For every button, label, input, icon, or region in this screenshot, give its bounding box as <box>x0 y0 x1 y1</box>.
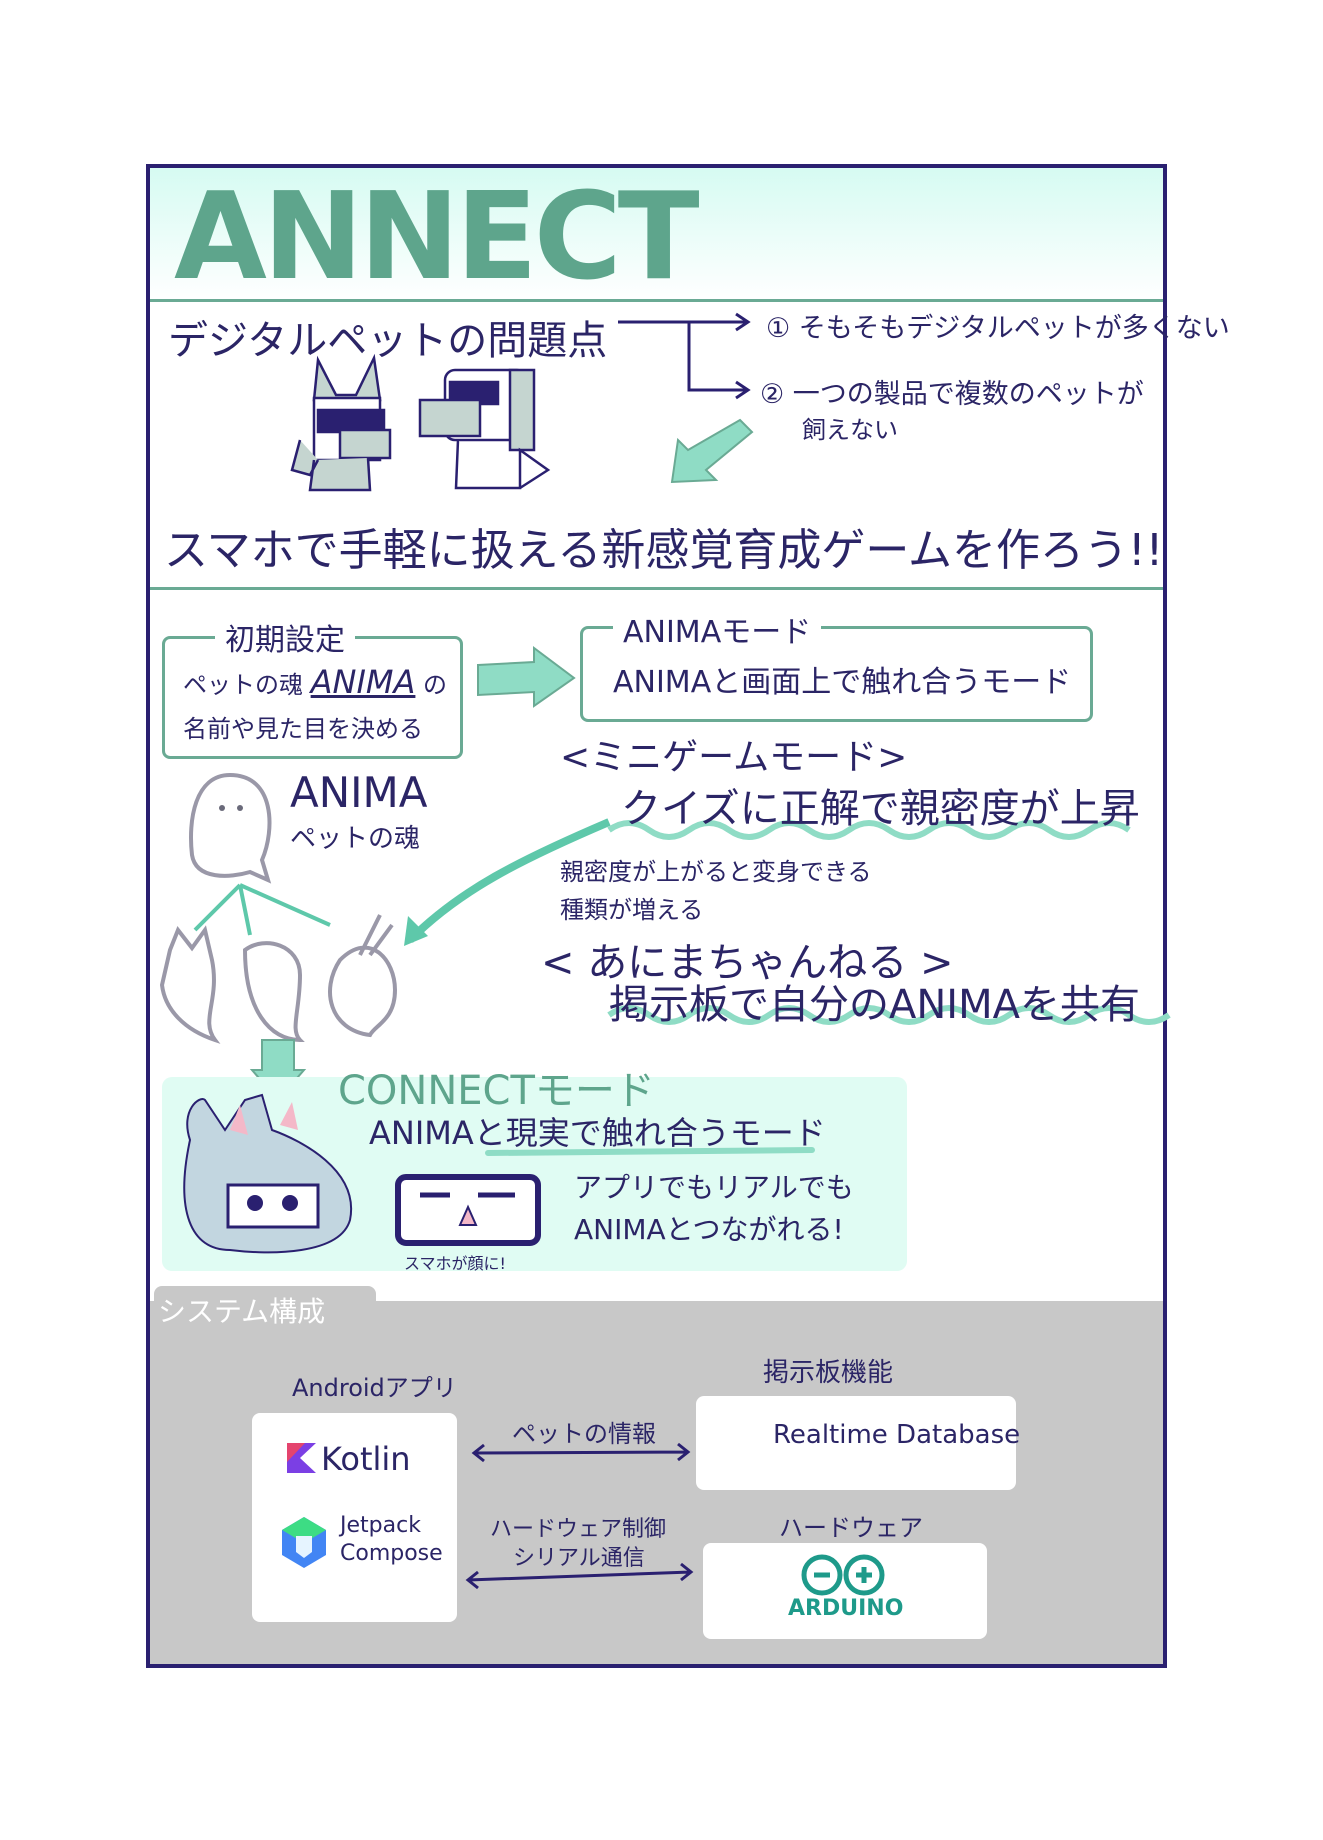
initial-setup-line1: ペットの魂 ANIMA の <box>183 663 447 701</box>
kotlin-label: Kotlin <box>321 1440 411 1478</box>
anima-text: ANIMA <box>310 663 416 701</box>
compose-label: Compose <box>340 1541 443 1566</box>
anima-mode-desc: ANIMAと画面上で触れ合うモード <box>613 665 1072 700</box>
channel-desc: 掲示板で自分のANIMAを共有 <box>609 982 1140 1028</box>
android-app-label: Androidアプリ <box>292 1374 457 1402</box>
pet-info-arrow-icon <box>471 1442 691 1463</box>
minigame-note-1: 親密度が上がると変身できる <box>560 858 872 886</box>
initial-setup-box: 初期設定 ペットの魂 ANIMA の 名前や見た目を決める <box>162 615 463 759</box>
divider <box>150 587 1163 590</box>
connect-line-2: ANIMAとつながれる! <box>574 1213 844 1246</box>
connect-line-1: アプリでもリアルでも <box>574 1171 854 1204</box>
fluffy-cat-icon <box>183 1093 353 1254</box>
initial-setup-title: 初期設定 <box>215 615 355 659</box>
hardware-label: ハードウェア <box>779 1514 923 1542</box>
channel-title: < あにまちゃんねる > <box>541 940 954 986</box>
android-app-box <box>252 1413 457 1622</box>
rabbit-creature-icon <box>328 914 398 1038</box>
system-tab-label: システム構成 <box>158 1295 326 1328</box>
title-banner <box>150 168 1163 301</box>
connect-mode-title: CONNECTモード <box>338 1068 655 1114</box>
phone-face-icon <box>395 1174 541 1246</box>
cat-pet-icon <box>290 353 392 492</box>
curved-arrow-icon <box>407 818 611 943</box>
wavy-underline <box>607 820 1131 840</box>
right-arrow-icon <box>477 646 576 708</box>
minigame-desc: クイズに正解で親密度が上昇 <box>621 786 1140 832</box>
serial-comm-label: シリアル通信 <box>513 1546 645 1571</box>
branch-arrows-icon <box>193 883 331 936</box>
minigame-note-2: 種類が増える <box>560 896 704 924</box>
pet-info-label: ペットの情報 <box>512 1420 656 1448</box>
initial-setup-line2: 名前や見た目を決める <box>183 715 423 743</box>
problem-heading: デジタルペットの問題点 <box>168 318 608 364</box>
connect-mode-desc: ANIMAと現実で触れ合うモード <box>369 1114 826 1152</box>
wavy-underline <box>607 1005 1171 1025</box>
phone-caption: スマホが顔に! <box>404 1254 506 1273</box>
goal-statement: スマホで手軽に扱える新感覚育成ゲームを作ろう!! <box>164 525 1164 576</box>
minigame-title: <ミニゲームモード> <box>560 737 908 778</box>
anima-mode-title: ANIMAモード <box>613 607 822 651</box>
pet-soul-text: ペットの魂 <box>183 671 303 699</box>
board-function-label: 掲示板機能 <box>763 1358 894 1388</box>
kotlin-logo-icon <box>287 1443 316 1473</box>
divider <box>150 299 1163 302</box>
ghost-anima-icon <box>189 772 272 884</box>
serial-arrow-icon <box>465 1562 694 1590</box>
system-tab <box>154 1286 376 1326</box>
arduino-label: ARDUINO <box>788 1596 904 1621</box>
jetpack-compose-logo-icon <box>282 1517 326 1568</box>
anima-mode-box: ANIMAモード ANIMAと画面上で触れ合うモード <box>580 607 1093 722</box>
dog-creature-icon <box>242 941 305 1043</box>
annect-logo: ANNECT <box>174 168 700 307</box>
down-left-arrow-icon <box>670 418 754 484</box>
realtime-database-label: Realtime Database <box>773 1420 1021 1450</box>
problem-point-1: ① そもそもデジタルペットが多くない <box>766 313 1230 344</box>
anima-name: ANIMA <box>290 768 428 817</box>
anima-desc: ペットの魂 <box>290 824 421 854</box>
cat-creature-icon <box>159 925 221 1044</box>
problem-point-2: ② 一つの製品で複数のペットが <box>760 379 1144 410</box>
database-box <box>696 1396 1016 1490</box>
jetpack-label: Jetpack <box>340 1513 421 1538</box>
problem-point-2-cont: 飼えない <box>802 416 898 444</box>
arduino-box <box>703 1543 987 1639</box>
no-text: の <box>423 671 448 699</box>
hw-control-label: ハードウェア制御 <box>490 1517 667 1542</box>
dog-pet-icon <box>418 368 551 490</box>
